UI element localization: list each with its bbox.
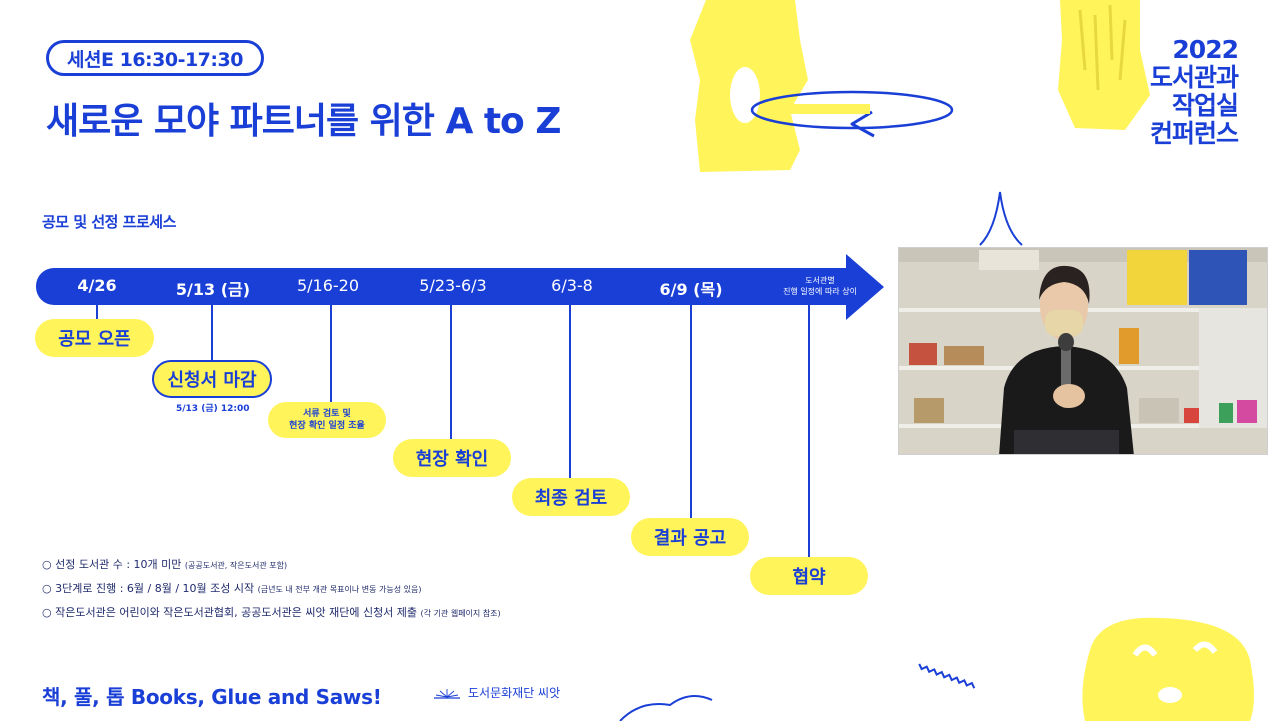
timeline-date: 5/13 (금) (175, 280, 251, 299)
notes-list: ○ 선정 도서관 수 : 10개 미만 (공공도서관, 작은도서관 포함) ○ … (42, 556, 501, 628)
note-small: (금년도 내 전부 개관 목표이나 변동 가능성 있음) (257, 585, 422, 594)
note-item: ○ 선정 도서관 수 : 10개 미만 (공공도서관, 작은도서관 포함) (42, 556, 501, 580)
connector-line (330, 305, 332, 403)
timeline-date: 5/23-6/3 (419, 276, 487, 295)
step-pill-line: 서류 검토 및 (303, 409, 351, 419)
bullet-icon: ○ (42, 582, 52, 595)
note-main: 작은도서관은 어린이와 작은도서관협회, 공공도서관은 씨앗 재단에 신청서 제… (55, 606, 418, 619)
step-pill: 결과 공고 (631, 518, 749, 556)
timeline-end-note: 도서관별 진행 일정에 따라 상이 (783, 275, 857, 297)
step-subtime: 5/13 (금) 12:00 (176, 404, 250, 414)
bullet-icon: ○ (42, 606, 52, 619)
conference-line: 도서관과 (1149, 63, 1239, 92)
step-pill: 협약 (750, 557, 868, 595)
connector-line (450, 305, 452, 441)
conference-line: 컨퍼런스 (1149, 119, 1239, 148)
step-pill: 공모 오픈 (35, 319, 154, 357)
footer-org: 도서문화재단 씨앗 (432, 684, 560, 701)
conference-line: 2022 (1172, 35, 1239, 64)
process-label: 공모 및 선정 프로세스 (42, 213, 176, 231)
org-name: 도서문화재단 씨앗 (468, 686, 561, 700)
note-item: ○ 3단계로 진행 : 6월 / 8월 / 10월 조성 시작 (금년도 내 전… (42, 580, 501, 604)
footer-title: 책, 풀, 톱 Books, Glue and Saws! (42, 685, 382, 709)
note-main: 3단계로 진행 : 6월 / 8월 / 10월 조성 시작 (55, 582, 255, 595)
conference-title: 2022 도서관과 작업실 컨퍼런스 (1149, 35, 1239, 148)
yellow-blob-top-right (1058, 0, 1150, 130)
connector-line (211, 305, 213, 362)
timeline-date: 4/26 (77, 276, 117, 295)
end-note-line: 도서관별 (805, 276, 835, 285)
conference-line: 작업실 (1171, 91, 1239, 120)
note-main: 선정 도서관 수 : 10개 미만 (55, 558, 182, 571)
page-title: 새로운 모야 파트너를 위한 A to Z (46, 101, 561, 142)
squiggle-line (918, 663, 976, 689)
step-pill-line: 현장 확인 일정 조율 (289, 421, 365, 431)
connector-line (690, 305, 692, 520)
timeline-arrow-head (846, 254, 884, 320)
session-badge: 세션E 16:30-17:30 (46, 40, 264, 76)
end-note-line: 진행 일정에 따라 상이 (783, 287, 857, 296)
connector-line (569, 305, 571, 481)
note-item: ○ 작은도서관은 어린이와 작은도서관협회, 공공도서관은 씨앗 재단에 신청서… (42, 604, 501, 628)
note-small: (각 기관 웹페이지 참조) (420, 609, 501, 618)
step-pill: 최종 검토 (512, 478, 630, 516)
timeline-date: 5/16-20 (296, 276, 360, 295)
timeline-date: 6/9 (목) (659, 280, 723, 299)
speaker-video (898, 247, 1268, 455)
step-pill: 서류 검토 및 현장 확인 일정 조율 (268, 402, 386, 438)
timeline-arrow-bar (36, 268, 852, 305)
yellow-blob-bottom-right (1082, 617, 1254, 721)
connector-line (808, 305, 810, 559)
note-small: (공공도서관, 작은도서관 포함) (184, 561, 288, 570)
bullet-icon: ○ (42, 558, 52, 571)
step-pill: 신청서 마감 (152, 360, 272, 398)
connector-line (96, 305, 98, 319)
step-pill: 현장 확인 (393, 439, 511, 477)
sunrise-logo-icon (434, 688, 460, 699)
timeline-date: 6/3-8 (551, 276, 593, 295)
swoosh-arrow-head (850, 110, 875, 138)
speaker-video-frame (899, 248, 1267, 454)
